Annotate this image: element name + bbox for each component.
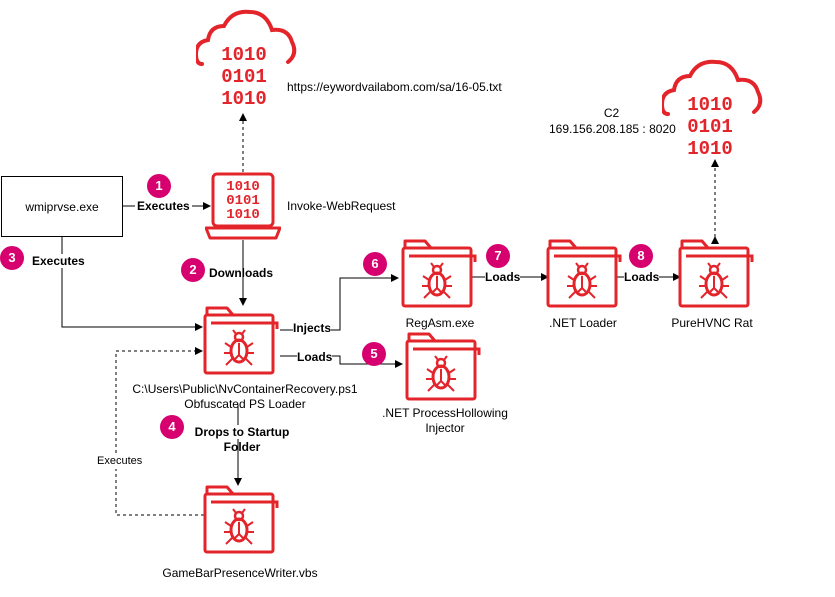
ps-path-label: C:\Users\Public\NvContainerRecovery.ps1: [132, 382, 358, 396]
vbs-label: GameBarPresenceWriter.vbs: [162, 566, 318, 580]
edge-label-loads-8: Loads: [624, 270, 660, 284]
step-badge-7: 7: [486, 244, 510, 268]
step-badge-4: 4: [160, 415, 184, 439]
edge-label-drops-line1: Drops to Startup: [182, 425, 302, 439]
net-loader-label: .NET Loader: [549, 316, 617, 330]
edge-label-executes-back: Executes: [97, 453, 143, 469]
folder-bug-icon: [203, 485, 279, 554]
edge-label-loads-5: Loads: [297, 350, 333, 364]
edge-wmi-to-ps: [61, 236, 203, 331]
folder-bug-icon: [401, 239, 477, 308]
svg-text:1010: 1010: [226, 179, 260, 195]
c2-label: C2: [603, 106, 620, 120]
svg-text:1010: 1010: [687, 138, 733, 158]
ps-desc-label: Obfuscated PS Loader: [184, 397, 306, 411]
hollow-label-line2: Injector: [425, 421, 465, 435]
url-label: https://eywordvailabom.com/sa/16-05.txt: [287, 80, 502, 94]
svg-text:0101: 0101: [221, 66, 267, 88]
cloud-binary-icon: 1010 0101 1010: [662, 59, 763, 158]
edge-label-drops-line2: Folder: [223, 440, 261, 454]
invoke-label: Invoke-WebRequest: [287, 199, 396, 213]
step-badge-6: 6: [363, 252, 387, 276]
edge-label-executes-3: Executes: [30, 254, 87, 268]
step-badge-5: 5: [362, 342, 386, 366]
laptop-binary-icon: 1010 0101 1010: [205, 172, 281, 240]
pure-label: PureHVNC Rat: [671, 316, 753, 330]
regasm-label: RegAsm.exe: [405, 316, 475, 330]
edge-label-executes-1: Executes: [135, 199, 192, 213]
svg-text:0101: 0101: [226, 193, 260, 209]
edge-label-loads-7: Loads: [485, 270, 521, 284]
svg-text:1010: 1010: [687, 94, 733, 116]
svg-text:1010: 1010: [226, 207, 260, 223]
step-badge-8: 8: [629, 244, 653, 268]
svg-text:1010: 1010: [221, 88, 267, 108]
step-badge-3: 3: [0, 246, 24, 270]
step-badge-1: 1: [147, 174, 171, 198]
edge-label-injects: Injects: [293, 321, 332, 335]
folder-bug-icon: [546, 239, 622, 308]
svg-text:1010: 1010: [221, 44, 267, 66]
wmiprvse-label: wmiprvse.exe: [25, 199, 99, 214]
folder-bug-icon: [405, 332, 481, 401]
edge-vbs-to-ps: [115, 347, 204, 516]
c2-address: 169.156.208.185 : 8020: [549, 122, 676, 136]
folder-bug-icon: [203, 306, 279, 375]
cloud-binary-icon: 1010 0101 1010: [196, 9, 297, 108]
edge-label-downloads: Downloads: [209, 266, 274, 280]
folder-bug-icon: [678, 239, 754, 308]
wmiprvse-node: wmiprvse.exe: [1, 176, 123, 237]
hollow-label-line1: .NET ProcessHollowing: [382, 406, 508, 420]
svg-text:0101: 0101: [687, 116, 733, 138]
step-badge-2: 2: [181, 258, 205, 282]
